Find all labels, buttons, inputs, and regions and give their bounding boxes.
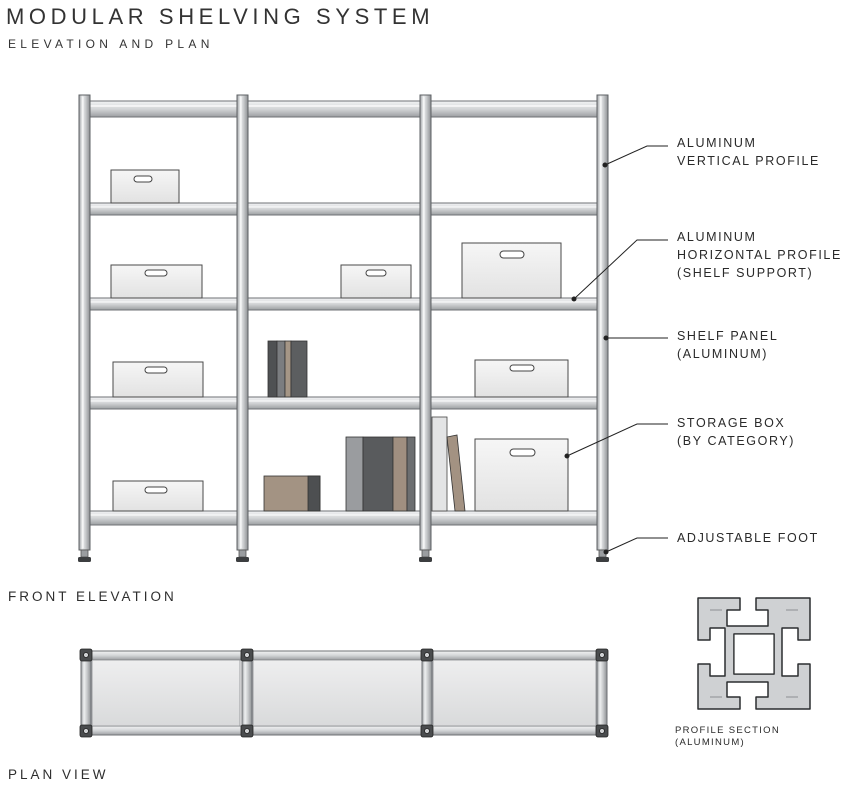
- shelf-level-4: [85, 510, 605, 526]
- callout-shelf-panel: SHELF PANEL (ALUMINUM): [677, 327, 778, 363]
- callout-line: (ALUMINUM): [677, 347, 768, 361]
- adjustable-foot: [419, 549, 432, 562]
- plan-view: [79, 648, 609, 738]
- plan-panel: [252, 659, 423, 727]
- front-elevation: [78, 94, 609, 562]
- callout-adjustable-foot: ADJUSTABLE FOOT: [677, 529, 819, 547]
- profile-section: [697, 597, 811, 710]
- leader-horizontal-profile: [573, 239, 668, 300]
- adjustable-foot: [78, 549, 91, 562]
- callout-leaders: [564, 145, 668, 555]
- callout-line: ALUMINUM: [677, 136, 757, 150]
- shelf-level-2: [85, 297, 605, 311]
- leader-vertical-profile: [604, 145, 668, 166]
- plan-corner-posts: [79, 648, 609, 738]
- plan-panel: [91, 659, 241, 727]
- plan-view-label: PLAN VIEW: [8, 767, 109, 782]
- book-group: [263, 416, 466, 512]
- plan-panel: [432, 659, 597, 727]
- vertical-profile: [419, 94, 432, 551]
- front-elevation-label: FRONT ELEVATION: [8, 589, 177, 604]
- storage-box: [112, 480, 204, 512]
- vertical-profile: [78, 94, 91, 551]
- storage-box: [461, 242, 562, 299]
- storage-box: [340, 264, 412, 299]
- page-title: MODULAR SHELVING SYSTEM: [6, 4, 435, 29]
- callout-vertical-profile: ALUMINUM VERTICAL PROFILE: [677, 134, 820, 170]
- vertical-profile: [236, 94, 249, 551]
- storage-box: [110, 264, 203, 299]
- page-subtitle: ELEVATION AND PLAN: [8, 37, 214, 51]
- shelf-level-1: [85, 202, 605, 216]
- callout-line: ADJUSTABLE FOOT: [677, 531, 819, 545]
- storage-box: [110, 169, 180, 204]
- callout-storage-box: STORAGE BOX (BY CATEGORY): [677, 414, 795, 450]
- callout-line: HORIZONTAL PROFILE: [677, 248, 841, 262]
- shelf-level-3: [85, 396, 605, 410]
- callout-line: SHELF PANEL: [677, 329, 779, 343]
- leader-adjustable-foot: [605, 537, 668, 553]
- book-group: [267, 340, 308, 398]
- adjustable-foot: [236, 549, 249, 562]
- profile-section-label: PROFILE SECTION (ALUMINUM): [675, 725, 780, 749]
- top-rail: [83, 100, 607, 118]
- storage-box: [112, 361, 204, 398]
- leader-storage-box: [566, 423, 668, 457]
- callout-line: ALUMINUM: [677, 230, 757, 244]
- callout-line: PROFILE SECTION: [675, 725, 781, 736]
- callout-line: (BY CATEGORY): [677, 434, 796, 448]
- callout-line: VERTICAL PROFILE: [677, 154, 820, 168]
- callout-line: (ALUMINUM): [675, 737, 745, 748]
- callout-line: (SHELF SUPPORT): [677, 266, 814, 280]
- callout-horizontal-profile: ALUMINUM HORIZONTAL PROFILE (SHELF SUPPO…: [677, 228, 841, 282]
- callout-line: STORAGE BOX: [677, 416, 786, 430]
- storage-box: [474, 359, 569, 398]
- storage-box: [474, 438, 569, 512]
